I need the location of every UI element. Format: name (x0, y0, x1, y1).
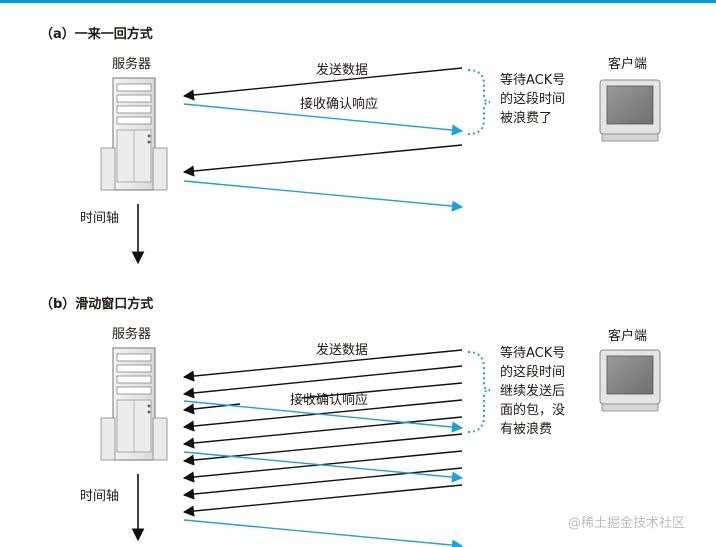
send-arrow (182, 349, 463, 382)
send-arrow (182, 399, 463, 432)
section-a: （a）一来一回方式 服务器 客户端 时间轴 发送数据 接收确认响应 等待ACK号… (40, 26, 661, 265)
top-rule (0, 0, 716, 3)
section-b-wait-note-3: 继续发送后 (500, 383, 565, 399)
ack-arrow (183, 103, 464, 136)
section-b-send-label: 发送数据 (316, 342, 368, 358)
section-b-wait-note-5: 有被浪费 (500, 422, 552, 437)
send-arrow (182, 467, 463, 500)
section-b-server-label: 服务器 (112, 326, 151, 342)
section-a-send-label: 发送数据 (316, 62, 368, 78)
ack-arrow (183, 400, 464, 433)
section-a-client-label: 客户端 (608, 56, 647, 72)
ack-arrow (183, 451, 464, 483)
section-b: （b）滑动窗口方式 服务器 客户端 时间轴 发送数据 接收确认响应 等待ACK号… (40, 296, 661, 547)
section-b-title: （b）滑动窗口方式 (40, 296, 153, 312)
send-arrow (182, 484, 463, 517)
section-b-client-label: 客户端 (608, 328, 647, 344)
section-b-wait-note-1: 等待ACK号 (500, 345, 565, 361)
client-icon (599, 79, 661, 142)
section-a-timeline-label: 时间轴 (80, 211, 119, 226)
send-arrow (182, 144, 463, 177)
section-b-ack-label: 接收确认响应 (290, 392, 368, 408)
section-a-server-label: 服务器 (112, 56, 151, 72)
send-arrow (301, 382, 463, 399)
section-b-timeline-label: 时间轴 (80, 489, 119, 504)
section-a-ack-label: 接收确认响应 (300, 96, 378, 112)
send-arrow (182, 67, 463, 101)
client-icon (599, 349, 661, 412)
section-b-wait-note-2: 的这段时间 (500, 364, 565, 380)
send-arrow (182, 433, 463, 466)
send-arrow (182, 403, 241, 415)
ack-arrow (183, 519, 464, 547)
server-icon (100, 347, 168, 461)
section-a-wait-note-2: 的这段时间 (500, 91, 565, 107)
section-a-wait-note-1: 等待ACK号 (500, 72, 565, 88)
send-arrow (182, 365, 463, 399)
section-b-wait-note-4: 面的包，没 (500, 402, 565, 418)
send-arrow (182, 416, 463, 449)
server-icon (100, 77, 168, 191)
wait-bracket (467, 69, 491, 135)
wait-bracket (467, 351, 491, 433)
section-a-title: （a）一来一回方式 (40, 26, 153, 42)
section-a-wait-note-3: 被浪费了 (500, 111, 552, 126)
ack-arrow (183, 180, 464, 212)
watermark: @稀土掘金技术社区 (568, 515, 685, 531)
